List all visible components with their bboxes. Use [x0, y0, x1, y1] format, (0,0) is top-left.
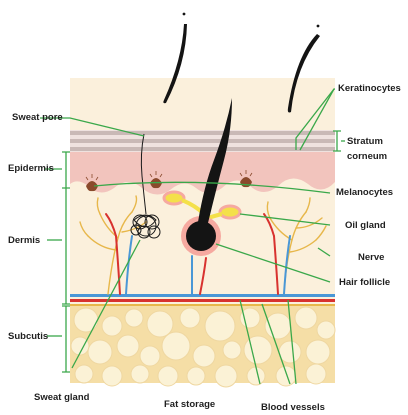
label-oil-gland: Oil gland — [345, 220, 386, 231]
label-fat-storage: Fat storage — [164, 399, 215, 410]
label-melanocytes: Melanocytes — [336, 187, 393, 198]
dermis-band-artery — [70, 299, 335, 302]
stratum-line-2 — [70, 139, 335, 143]
label-keratinocytes: Keratinocytes — [338, 83, 401, 94]
label-stratum-corneum-2: corneum — [347, 151, 387, 162]
label-nerve: Nerve — [358, 252, 384, 263]
hair-follicle-bulb — [186, 221, 216, 251]
stratum-line-1 — [70, 131, 335, 135]
label-epidermis: Epidermis — [8, 163, 54, 174]
hair-tip-right — [317, 25, 320, 28]
hair-tip-left — [183, 13, 186, 16]
label-subcutis: Subcutis — [8, 331, 48, 342]
label-sweat-gland: Sweat gland — [34, 392, 89, 403]
stratum-line-3 — [70, 147, 335, 151]
label-hair-follicle: Hair follicle — [339, 277, 390, 288]
dermis-band-nerve — [70, 304, 335, 306]
label-sweat-pore: Sweat pore — [12, 112, 63, 123]
label-dermis: Dermis — [8, 235, 40, 246]
label-blood-vessels: Blood vessels — [261, 402, 325, 413]
layer-brackets — [62, 152, 70, 372]
label-stratum-corneum-1: Stratum — [347, 136, 383, 147]
